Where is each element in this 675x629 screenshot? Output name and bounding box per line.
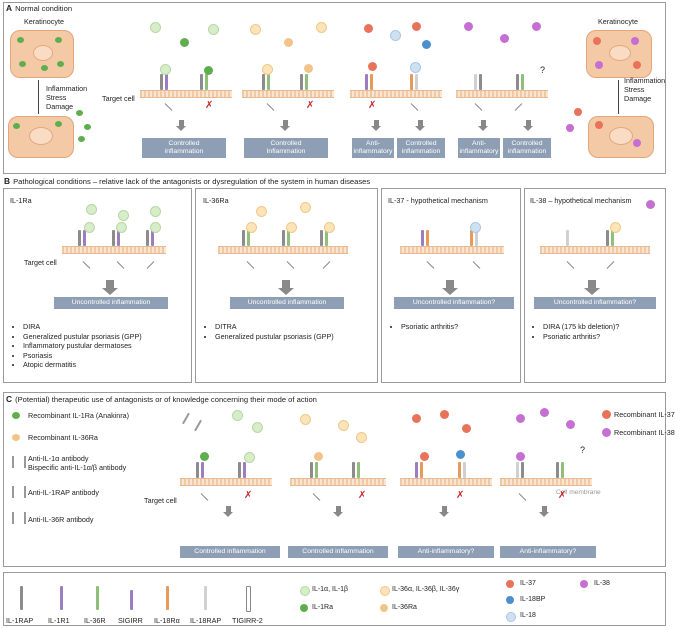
agent-bispecific: Bispecific anti-IL-1α/β antibody bbox=[28, 463, 127, 472]
agent-anti-il1a: Anti-IL-1α antibody bbox=[28, 454, 89, 463]
disease-list-b-1: DIRA Generalized pustular psoriasis (GPP… bbox=[14, 322, 142, 370]
legend-il36: IL-36α, IL-36β, IL-36γ bbox=[392, 586, 460, 593]
antibody-icon bbox=[12, 486, 26, 498]
outcome-a-2: Controlled Inflammation bbox=[244, 138, 328, 158]
outcome-b-2: Uncontrolled inflammation bbox=[230, 297, 344, 309]
legend-dot-il1ra bbox=[300, 604, 308, 612]
outcome-a-1: Controlled inflammation bbox=[142, 138, 226, 158]
stimuli-right: Inflammation Stress Damage bbox=[624, 76, 666, 103]
section-c-title: C(Potential) therapeutic use of antagoni… bbox=[6, 394, 317, 404]
legend-sigirr: SIGIRR bbox=[118, 616, 143, 625]
down-arrow-left bbox=[38, 80, 39, 114]
membrane-a-4 bbox=[456, 90, 548, 98]
legend-il1ra: IL-1Ra bbox=[312, 604, 334, 611]
panel-b-1-title: IL-1Ra bbox=[10, 196, 32, 205]
target-cell-label-c: Target cell bbox=[144, 496, 177, 505]
target-cell-label-a: Target cell bbox=[102, 94, 135, 103]
membrane-a-3 bbox=[350, 90, 442, 98]
legend-il1: IL-1α, IL-1β bbox=[312, 586, 349, 593]
agent-recombinant-il1ra: Recombinant IL-1Ra (Anakinra) bbox=[28, 411, 130, 420]
legend-dot-il18bp bbox=[506, 596, 514, 604]
legend-dot-il1 bbox=[300, 586, 310, 596]
stimuli-left: Inflammation Stress Damage bbox=[46, 84, 88, 111]
target-cell-label-b: Target cell bbox=[24, 258, 57, 267]
agent-anti-il1rap: Anti-IL-1RAP antibody bbox=[28, 488, 99, 497]
antibody-icon bbox=[12, 456, 26, 468]
legend-il36r: IL-36R bbox=[84, 616, 106, 625]
outcome-a-3: Anti-inflammatory bbox=[352, 138, 394, 158]
membrane-a-2 bbox=[242, 90, 334, 98]
keratinocyte-label-left: Keratinocyte bbox=[24, 17, 64, 26]
legend-dot-il37 bbox=[506, 580, 514, 588]
outcome-c-2: Controlled inflammation bbox=[288, 546, 388, 558]
legend-panel bbox=[3, 572, 666, 626]
legend-il1r1: IL-1R1 bbox=[48, 616, 70, 625]
panel-b-3-title: IL-37 - hypothetical mechanism bbox=[388, 196, 488, 205]
disease-list-b-2: DITRA Generalized pustular psoriasis (GP… bbox=[206, 322, 334, 341]
question-mark-a: ? bbox=[540, 65, 546, 75]
panel-b-4-title: IL-38 – hypothetical mechanism bbox=[530, 196, 632, 205]
legend-dot-il36 bbox=[380, 586, 390, 596]
disease-list-b-4: DIRA (175 kb deletion)? Psoriatic arthri… bbox=[534, 322, 619, 341]
outcome-c-3: Anti-inflammatory? bbox=[398, 546, 494, 558]
legend-dot-il36ra bbox=[380, 604, 388, 612]
down-arrow-right bbox=[618, 80, 619, 114]
keratinocyte-label-right: Keratinocyte bbox=[598, 17, 638, 26]
outcome-a-6: Controlled inflammation bbox=[503, 138, 551, 158]
legend-il1rap: IL-1RAP bbox=[6, 616, 34, 625]
legend-il18rap: IL-18RAP bbox=[190, 616, 222, 625]
panel-a bbox=[3, 2, 666, 174]
agent-anti-il36r: Anti-IL-36R antibody bbox=[28, 515, 94, 524]
keratinocyte-cell-left-stressed bbox=[8, 116, 74, 158]
agent-recombinant-il38: Recombinant IL-38 bbox=[614, 428, 675, 437]
membrane-a-1 bbox=[140, 90, 232, 98]
outcome-a-4: Controlled inflammation bbox=[397, 138, 445, 158]
antibody-icon bbox=[12, 512, 26, 524]
panel-b-1 bbox=[3, 188, 192, 383]
keratinocyte-cell-right-stressed bbox=[588, 116, 654, 158]
outcome-a-5: Anti-inflammatory bbox=[458, 138, 500, 158]
agent-recombinant-il36ra: Recombinant IL-36Ra bbox=[28, 433, 98, 442]
legend-tigirr2: TIGIRR-2 bbox=[232, 616, 263, 625]
panel-b-2-title: IL-36Ra bbox=[203, 196, 229, 205]
legend-il36ra: IL-36Ra bbox=[392, 604, 417, 611]
outcome-b-1: Uncontrolled inflammation bbox=[54, 297, 168, 309]
legend-il18: IL-18 bbox=[520, 612, 536, 619]
legend-il38: IL-38 bbox=[594, 580, 610, 587]
keratinocyte-cell-left bbox=[10, 30, 74, 78]
legend-dot-il18 bbox=[506, 612, 516, 622]
cell-membrane-label: Cell membrane bbox=[556, 489, 601, 496]
outcome-c-4: Anti-inflammatory? bbox=[500, 546, 596, 558]
outcome-b-3: Uncontrolled inflammation? bbox=[394, 297, 514, 309]
keratinocyte-cell-right bbox=[586, 30, 652, 78]
legend-il37: IL-37 bbox=[520, 580, 536, 587]
question-mark-c: ? bbox=[580, 445, 586, 455]
disease-list-b-3: Psoriatic arthritis? bbox=[392, 322, 458, 332]
legend-il18ra: IL-18Rα bbox=[154, 616, 180, 625]
outcome-b-4: Uncontrolled inflammation? bbox=[534, 297, 656, 309]
agent-recombinant-il37: Recombinant IL-37 bbox=[614, 410, 675, 419]
legend-il18bp: IL-18BP bbox=[520, 596, 546, 603]
outcome-c-1: Controlled inflammation bbox=[180, 546, 280, 558]
legend-dot-il38 bbox=[580, 580, 588, 588]
